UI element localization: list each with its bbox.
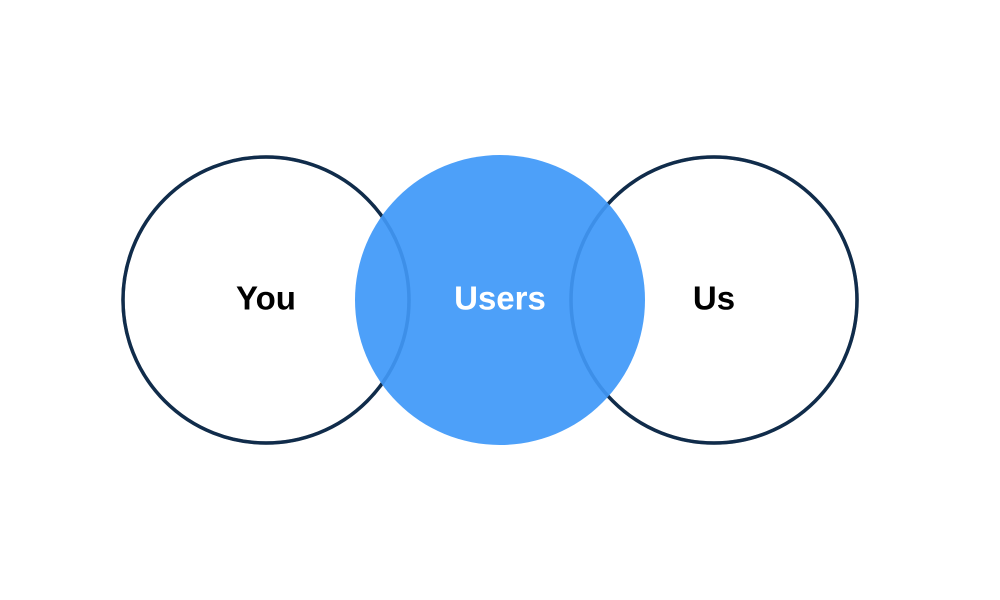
circle-users	[355, 155, 645, 445]
label-you: You	[236, 280, 296, 317]
label-users: Users	[454, 280, 546, 317]
label-us: Us	[693, 280, 735, 317]
circle-you-overlap-arc	[121, 155, 411, 445]
circle-us-overlap-arc	[569, 155, 859, 445]
